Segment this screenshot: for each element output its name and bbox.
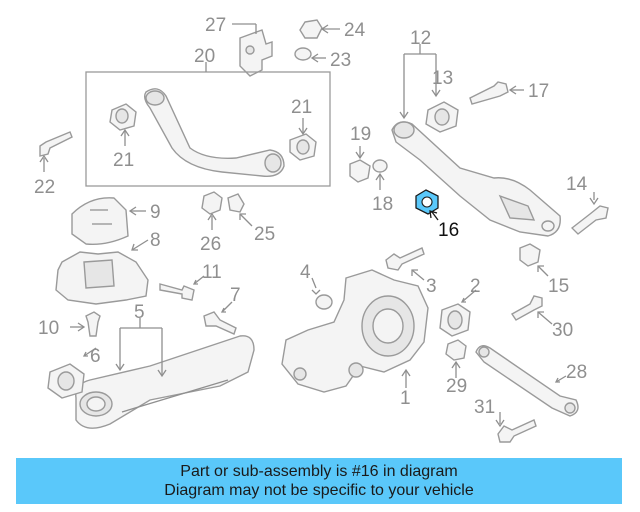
- banner-line-1: Part or sub-assembly is #16 in diagram: [180, 463, 458, 480]
- callout-4: 4: [300, 262, 311, 283]
- part-1-knuckle: 1: [281, 269, 429, 409]
- part-18-washer: 18: [372, 159, 393, 215]
- part-29-nut: 29: [445, 339, 467, 397]
- callout-28: 28: [566, 362, 587, 383]
- part-31-bolt: 31: [474, 397, 537, 443]
- callout-3: 3: [426, 276, 437, 297]
- callout-10: 10: [38, 318, 59, 339]
- callout-17: 17: [528, 81, 549, 102]
- callout-2: 2: [470, 276, 481, 297]
- part-4-washer: 4: [300, 262, 333, 310]
- callout-16: 16: [438, 220, 459, 241]
- part-15-nut: 15: [519, 243, 569, 297]
- part-13-bushing: 13: [425, 68, 459, 133]
- callout-22: 22: [34, 177, 55, 198]
- callout-6: 6: [90, 346, 101, 367]
- callout-9: 9: [150, 202, 161, 223]
- callout-7: 7: [230, 285, 241, 306]
- part-2-bushing: 2: [439, 276, 481, 337]
- part-28-link: 28: [475, 345, 587, 417]
- part-26-nut: 26: [200, 191, 223, 255]
- callout-21-right: 21: [291, 97, 312, 118]
- part-17-bolt: 17: [469, 81, 549, 105]
- part-30-bolt: 30: [510, 295, 573, 341]
- callout-24: 24: [344, 20, 366, 41]
- callout-25: 25: [254, 224, 275, 245]
- callout-14: 14: [566, 174, 588, 195]
- callout-27: 27: [205, 15, 226, 36]
- callout-29: 29: [446, 376, 467, 397]
- callout-26: 26: [200, 234, 221, 255]
- banner-line-2: Diagram may not be specific to your vehi…: [164, 482, 474, 499]
- callout-31: 31: [474, 397, 495, 418]
- part-3-bolt: 3: [385, 247, 437, 297]
- part-16-highlighted[interactable]: 16: [415, 189, 459, 241]
- callout-19: 19: [350, 124, 371, 145]
- part-19-nut: 19: [349, 124, 371, 183]
- callout-12: 12: [410, 28, 431, 49]
- part-10-bolt: 10: [38, 311, 101, 339]
- callout-23: 23: [330, 50, 351, 71]
- callout-30: 30: [552, 320, 573, 341]
- callout-21-left: 21: [113, 150, 134, 171]
- group-20-frame: 20 21 21: [85, 46, 331, 187]
- part-8-mount: 8: [55, 230, 161, 305]
- part-22-bolt: 22: [34, 131, 73, 198]
- info-banner: Part or sub-assembly is #16 in diagram D…: [16, 458, 622, 504]
- callout-20: 20: [194, 46, 215, 67]
- part-11-bolt: 11: [159, 262, 222, 301]
- part-27-bracket: 27: [205, 15, 273, 77]
- part-12-lower-arm: 12: [391, 28, 561, 237]
- part-25-clip: 25: [227, 193, 275, 245]
- part-5-trailing-arm: 5: [75, 302, 255, 429]
- part-9-cover: 9: [71, 197, 161, 246]
- callout-5: 5: [134, 302, 145, 323]
- part-6-bushing: 6: [47, 346, 101, 399]
- callout-8: 8: [150, 230, 161, 251]
- callout-13: 13: [432, 68, 453, 89]
- callout-1: 1: [400, 388, 411, 409]
- part-23-washer: 23: [294, 47, 351, 71]
- callout-18: 18: [372, 194, 393, 215]
- callout-11: 11: [202, 262, 222, 283]
- part-14-bolt: 14: [566, 174, 609, 235]
- callout-15: 15: [548, 276, 569, 297]
- part-24-nut: 24: [299, 19, 366, 41]
- part-7-bolt: 7: [203, 285, 241, 335]
